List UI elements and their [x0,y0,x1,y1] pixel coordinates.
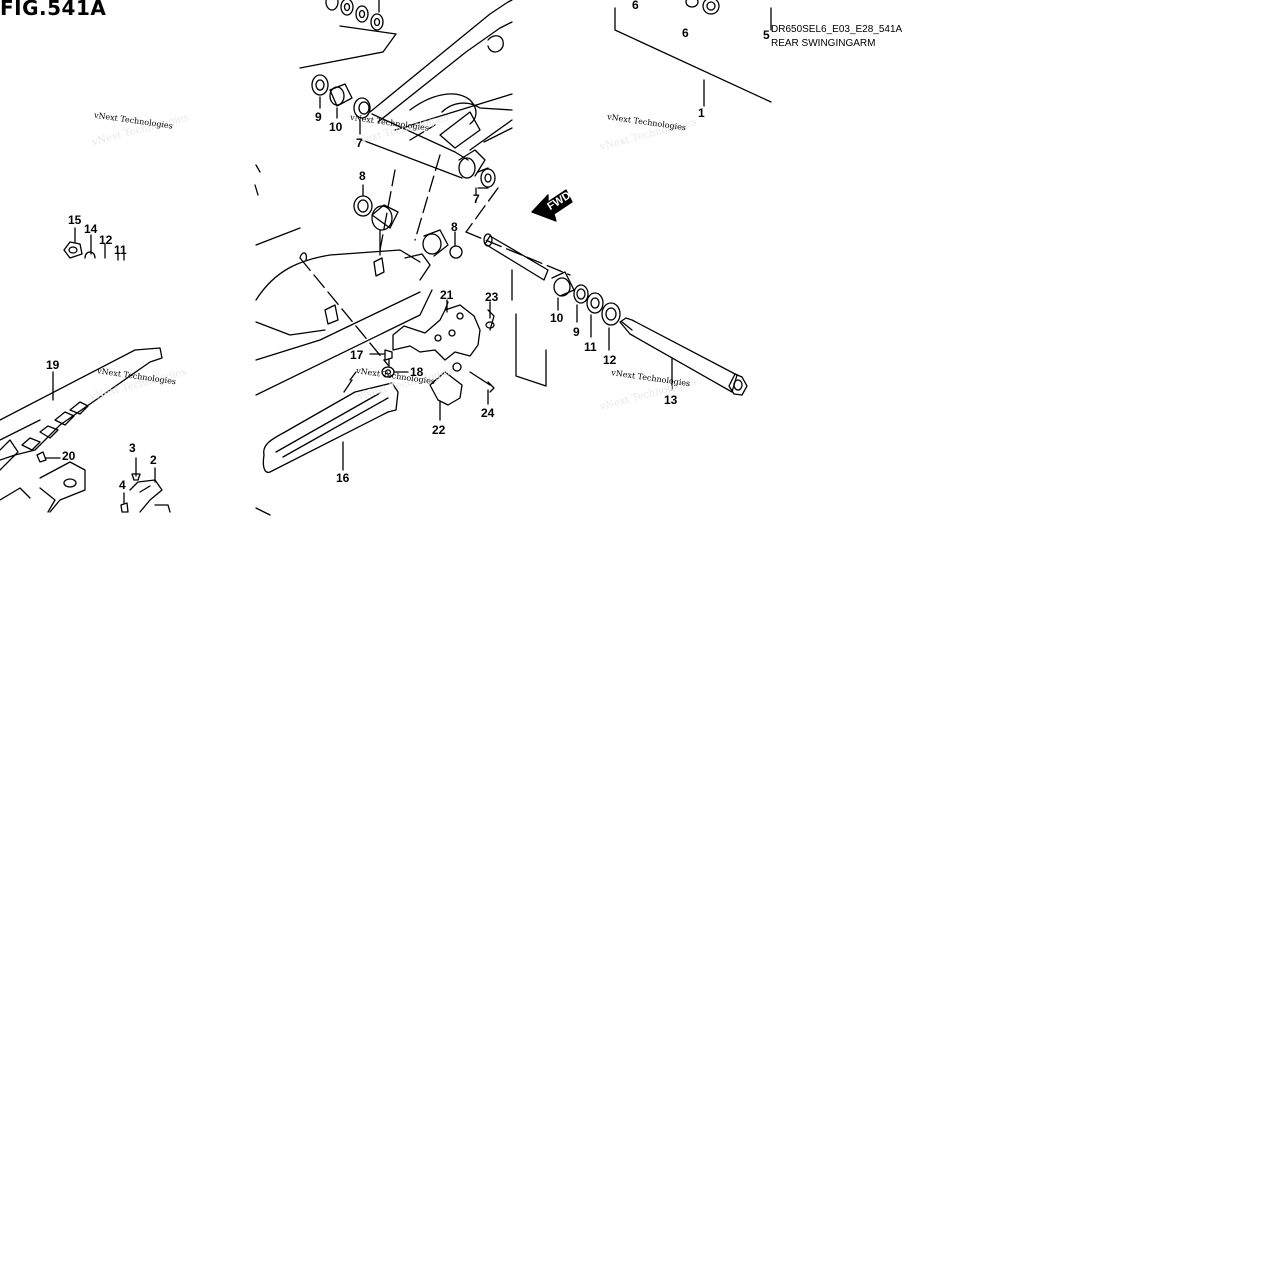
callout-5: 5 [763,28,770,42]
callout-11: 11 [584,340,597,354]
swingarm-body [254,0,513,516]
top-washer-stack [299,0,397,69]
callout-12: 12 [603,353,617,367]
bolts [369,301,495,405]
callout-9: 9 [315,110,322,124]
callouts: 6 6 5 1 9 10 7 8 7 8 15 14 12 11 21 23 1… [46,0,770,492]
callout-12: 12 [99,233,113,247]
callout-24: 24 [481,406,495,420]
bracket-22 [429,362,463,421]
chain-guard-16 [262,371,399,474]
callout-4: 4 [119,478,126,492]
callout-13: 13 [664,393,678,407]
watermark: vNext Technologies [610,368,691,388]
collar-7-right [475,167,496,195]
watermarks: vNext Technologies vNext Technologies vN… [88,111,698,414]
callout-9: 9 [573,325,580,339]
callout-18: 18 [410,365,424,379]
callout-6: 6 [632,0,639,12]
callout-7: 7 [356,136,363,150]
callout-22: 22 [432,423,446,437]
callout-8: 8 [451,220,458,234]
figure-title: FIG.541A [0,0,107,20]
bearings-8-right [422,229,463,259]
callout-1: 1 [698,106,705,120]
washers-6 [685,0,720,15]
callout-2: 2 [150,453,157,467]
pivot-shaft-parts [483,233,621,351]
callout-20: 20 [62,449,76,463]
centerlines [299,124,571,366]
callout-16: 16 [336,471,350,485]
callout-14: 14 [84,222,98,236]
callout-11: 11 [114,243,127,257]
callout-8: 8 [359,169,366,183]
fwd-arrow-icon [531,189,573,222]
callout-3: 3 [129,441,136,455]
callout-21: 21 [440,288,454,302]
callout-7: 7 [473,192,480,206]
leader-brackets [511,7,772,387]
callout-10: 10 [550,311,564,325]
callout-10: 10 [329,120,343,134]
left-pivot-parts [311,74,371,135]
figure-code-block: DR650SEL6_E03_E28_541A REAR SWINGINGARM [771,23,902,51]
chain-guard-19 [0,347,163,471]
bearings-8-left [353,184,399,256]
figure-code: DR650SEL6_E03_E28_541A [771,24,903,35]
callout-6: 6 [682,26,689,40]
callout-23: 23 [485,290,499,304]
callout-19: 19 [46,358,60,372]
nut-18 [381,366,409,378]
chain-adjuster [0,451,171,513]
figure-name: REAR SWINGINGARM [771,38,876,49]
callout-15: 15 [68,213,82,227]
callout-17: 17 [350,348,364,362]
bracket-21 [392,299,481,361]
axle-bolt-13 [619,317,748,396]
left-hardware-11-15 [63,227,125,261]
